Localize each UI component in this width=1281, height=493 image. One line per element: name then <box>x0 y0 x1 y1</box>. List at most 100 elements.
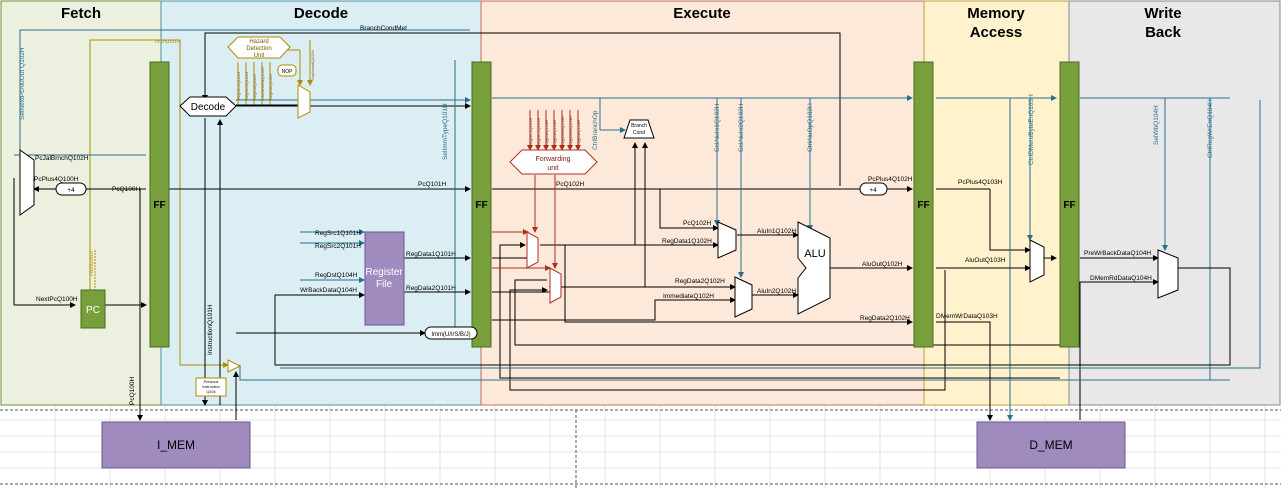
sig-alu-in1: AluIn1Q102H <box>757 228 796 235</box>
sig-reg-data2-q102-b: RegData2Q102H <box>860 315 910 322</box>
imm-generator <box>424 326 478 340</box>
d-mem <box>976 421 1126 469</box>
pc-label: PC <box>86 305 100 316</box>
forward-mux-a <box>526 231 539 269</box>
writeback-mux <box>1157 249 1179 299</box>
sig-pc-en: PcEnQ101H <box>89 251 94 276</box>
ff-label-2: FF <box>475 200 487 211</box>
hazard-detection-unit <box>227 36 291 59</box>
pc-register <box>80 289 106 329</box>
sig-pc-q100-imem: PcQ100H <box>129 377 136 405</box>
sig-next-pc: NextPcQ100H <box>36 296 78 303</box>
register-file <box>364 231 405 326</box>
i-mem <box>101 421 251 469</box>
sig-instruction-q101: InstructionQ101H <box>207 304 214 355</box>
sig-alu-in2: AluIn2Q102H <box>757 288 796 295</box>
sig-reg-data2-q102-a: RegData2Q102H <box>675 278 725 285</box>
plus4-exec-adder <box>859 182 888 196</box>
stage-title-writeback-1: Write <box>1144 5 1181 22</box>
memory-stage-bg <box>923 0 1070 406</box>
prev-instr-label-3: Q104 <box>206 390 215 394</box>
sig-fwd-in-6: RegDstQ103H <box>576 120 581 146</box>
previous-instruction-block <box>195 377 227 397</box>
sig-pc-plus4-q100: PcPlus4Q100H <box>34 176 79 183</box>
sig-reg-data1-q102: RegData1Q102H <box>662 238 712 245</box>
sig-immediate-q102: ImmediateQ102H <box>663 293 714 300</box>
hazard-label-2: Detection <box>246 46 271 52</box>
stage-title-memory-1: Memory <box>967 5 1025 22</box>
branch-cond-unit <box>623 119 655 139</box>
i-mem-label: I_MEM <box>157 438 195 452</box>
stage-title-decode: Decode <box>294 5 348 22</box>
ff-fetch-decode <box>149 61 170 348</box>
prev-instr-label-2: Instruction <box>202 385 220 389</box>
sig-ctrl-reg-wr-en: CtrlRegWrEnQ104H <box>1207 99 1214 158</box>
forwarding-label-2: unit <box>547 165 558 172</box>
register-file-label-2: File <box>376 279 393 290</box>
forwarding-unit <box>509 149 598 175</box>
sig-dmem-rd-data: DMemRdDataQ104H <box>1090 275 1152 282</box>
forwarding-label-1: Forwarding <box>535 156 570 163</box>
writeback-stage-bg <box>1068 0 1281 406</box>
sig-hazard-in-2: RegDstQ102H <box>252 74 257 100</box>
plus4-fetch-label: +4 <box>67 187 75 194</box>
sig-pc-q101: PcQ101H <box>418 181 446 188</box>
decode-block <box>179 96 237 117</box>
branch-label-2: Cond <box>633 130 645 136</box>
sig-pc-plus4-q102: PcPlus4Q102H <box>868 176 913 183</box>
sig-wr-back-data: WrBackDataQ104H <box>300 287 357 294</box>
decode-label: Decode <box>191 102 226 113</box>
sig-reg-src2: RegSrc2Q101H <box>315 243 361 250</box>
instruction-mux <box>227 359 242 373</box>
forward-mux-b <box>549 267 562 304</box>
sig-fwd-in-0: RegSrc1Q102H <box>528 118 533 146</box>
ff-label-4: FF <box>1063 200 1075 211</box>
alu <box>797 221 831 315</box>
sig-hazard-in-4: RegDstQ102H <box>268 74 273 100</box>
sig-dmem-wr-data: DMemWrDataQ103H <box>936 313 998 320</box>
ff-label-1: FF <box>153 200 165 211</box>
sig-reg-dst-q104: RegDstQ104H <box>315 272 358 279</box>
plus4-fetch-adder <box>55 182 87 196</box>
register-file-label-1: Register <box>365 267 403 278</box>
fetch-mux <box>19 149 35 216</box>
sig-sel-alu-in2: SelAluIn2Q102H <box>738 103 745 152</box>
alu-label: ALU <box>804 248 825 260</box>
branch-label-1: Branch <box>631 123 647 129</box>
prev-instr-label-1: Previous <box>204 380 219 384</box>
sig-ctrl-dmem-byte-en: CtrlDMemByteEnQ103H <box>1028 94 1035 165</box>
sig-alu-out-q102: AluOutQ102H <box>862 261 903 268</box>
hazard-label-1: Hazard <box>249 39 268 45</box>
plus4-exec-label: +4 <box>869 187 877 194</box>
sig-pc-plus4-q103: PcPlus4Q103H <box>958 179 1003 186</box>
execute-stage-bg <box>480 0 925 406</box>
sig-hazard-in-3: CtrlMemRdQ102H <box>260 67 265 100</box>
sig-ctrl-branch-op: CtrlBranchOp <box>592 110 599 150</box>
sig-sel-next-pc: SelNextPcAluOut Q102H <box>19 47 26 120</box>
sig-sel-imm-type: SelImmTypeQ101H <box>442 103 449 160</box>
ff-label-3: FF <box>917 200 929 211</box>
imm-label: Imm(U/I/S/B/J) <box>431 332 470 338</box>
nop-block <box>277 64 297 77</box>
d-mem-label: D_MEM <box>1029 438 1072 452</box>
sig-sel-alu-in1: SelAluIn1Q102H <box>714 103 721 152</box>
sig-pc-q102-top: PcQ102H <box>556 181 584 188</box>
sig-pc-q100: PcQ100H <box>112 186 140 193</box>
sig-pc-q102-alu: PcQ102H <box>683 220 711 227</box>
sig-ctrl-alu-op: CtrlAluOpQ102H <box>807 103 814 152</box>
ff-decode-execute <box>471 61 492 348</box>
sig-reg-data1-q101: RegData1Q101H <box>406 251 456 258</box>
sig-reg-src1: RegSrc1Q101H <box>315 230 361 237</box>
stage-title-writeback-2: Back <box>1145 24 1182 41</box>
pipeline-registers: FF FF FF FF <box>149 61 1080 348</box>
sig-fwd-in-3: RegDstQ104H <box>552 120 557 146</box>
sig-fwd-in-2: RegDstQ103H <box>544 120 549 146</box>
sig-branch-cond-met: BranchCondMet <box>360 25 407 32</box>
sig-reg-data2-q101: RegData2Q101H <box>406 285 456 292</box>
ff-execute-memory <box>913 61 934 348</box>
sig-hazard-in-0: RegSrc1Q101H <box>236 72 241 100</box>
stage-title-execute: Execute <box>673 5 731 22</box>
sig-hazard-in-1: RegSrc2Q101H <box>244 72 249 100</box>
